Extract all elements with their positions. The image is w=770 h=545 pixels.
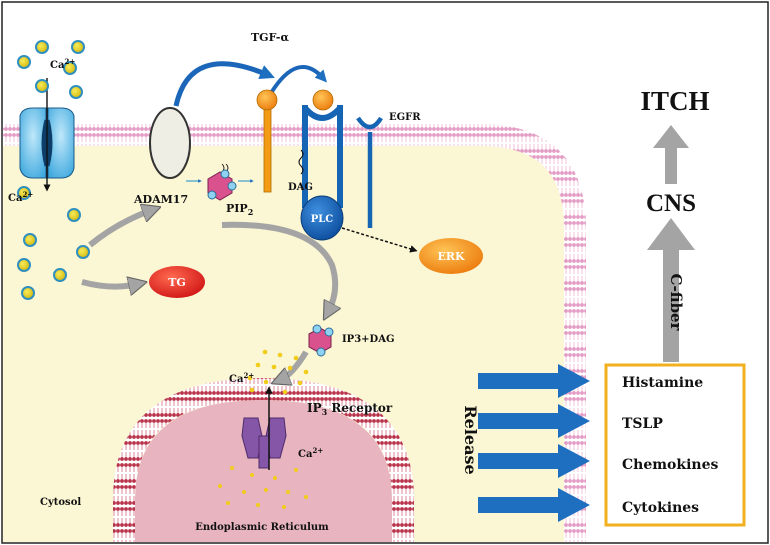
plc-to-erk-arrow <box>341 227 418 253</box>
label-ca-er: Ca2+ <box>298 446 323 460</box>
cell-membrane <box>3 124 586 542</box>
label-pip2: PIP2 <box>226 202 253 217</box>
calcium-channel <box>19 78 75 192</box>
label-ip3-receptor: IP3 Receptor <box>307 401 393 417</box>
tg-node <box>149 266 205 298</box>
calcium-ions-inside <box>17 186 90 300</box>
label-release: Release <box>461 405 480 474</box>
calcium-ions-outside <box>17 40 85 99</box>
label-cytosol: Cytosol <box>40 497 81 508</box>
er-lumen <box>135 400 392 542</box>
label-ca-inside: Ca2+ <box>8 190 33 204</box>
ip3-to-receptor-arrow <box>280 350 309 380</box>
calcium-release-dots <box>247 349 309 395</box>
label-erk: ERK <box>437 250 465 263</box>
dag-squiggle <box>298 149 304 175</box>
tgf-shedding-arrow-1 <box>173 61 275 107</box>
ca-to-adam17-arrow <box>88 210 152 248</box>
mediator-cytokines: Cytokines <box>622 500 699 516</box>
label-tg: TG <box>168 276 186 289</box>
er-calcium-dots <box>218 466 308 509</box>
label-adam17: ADAM17 <box>133 193 188 206</box>
mediators-box <box>604 363 746 527</box>
label-ca-outside: Ca2+ <box>50 57 75 71</box>
er-membrane <box>113 377 414 542</box>
pip2-to-ip3-arrow <box>221 221 335 312</box>
mediator-chemokines: Chemokines <box>622 457 718 473</box>
release-arrows <box>478 364 590 522</box>
mediator-tslp: TSLP <box>622 416 663 432</box>
plc-enzyme <box>300 195 344 241</box>
label-endoplasmic-reticulum: Endoplasmic Reticulum <box>195 522 329 533</box>
egfr-receptor-free <box>356 116 383 228</box>
egfr-receptor-bound <box>302 89 343 208</box>
mediator-histamine: Histamine <box>622 375 703 391</box>
label-plc: PLC <box>311 214 334 225</box>
pip2-molecule <box>186 163 254 201</box>
label-c-fiber: C-fiber <box>667 273 685 331</box>
ip3-receptor <box>241 417 287 469</box>
label-dag: DAG <box>288 182 313 193</box>
label-ca-cytosol: Ca2+ <box>229 371 254 385</box>
ca-to-tg-arrow <box>81 282 138 287</box>
erk-node <box>419 238 483 274</box>
label-itch: ITCH <box>640 86 709 116</box>
ip3-molecule <box>308 324 334 357</box>
label-egfr: EGFR <box>389 112 421 123</box>
tgf-shedding-arrow-2 <box>269 65 327 95</box>
label-tgf-alpha: TGF-α <box>251 31 289 44</box>
tgf-alpha-proform <box>256 89 278 193</box>
label-ip3-dag: IP3+DAG <box>342 334 395 345</box>
cns-to-itch-arrow <box>653 125 689 184</box>
label-cns: CNS <box>646 190 696 217</box>
adam17-protein <box>149 107 191 179</box>
cfiber-arrow <box>647 218 695 362</box>
